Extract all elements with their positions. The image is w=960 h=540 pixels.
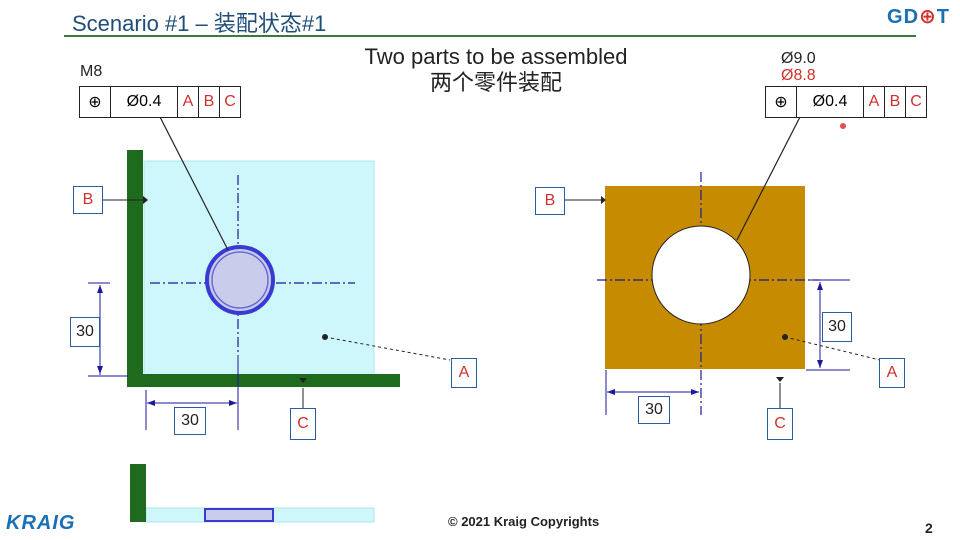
fcf-tolerance: Ø0.4 bbox=[797, 87, 864, 117]
fcf-datum-tertiary: C bbox=[910, 93, 922, 110]
side-view-hole bbox=[204, 508, 274, 522]
right-clearance-hole bbox=[651, 225, 751, 325]
thread-note: M8 bbox=[80, 63, 103, 80]
left-frame-horizontal bbox=[127, 374, 400, 387]
left-datum-a-dot bbox=[322, 334, 328, 340]
right-datum-c-label: C bbox=[767, 408, 793, 440]
right-datum-a-dot bbox=[782, 334, 788, 340]
right-feature-control-frame: ⊕ Ø0.4 A B C bbox=[765, 86, 927, 118]
hole-size-alt-note: Ø8.8 bbox=[781, 67, 816, 84]
fcf-tolerance: Ø0.4 bbox=[111, 87, 178, 117]
fcf-datum-primary: A bbox=[178, 87, 199, 117]
right-dim-v-arrow-bottom bbox=[817, 360, 823, 368]
cursor-dot bbox=[840, 123, 846, 129]
fcf-datum-secondary: B bbox=[885, 87, 906, 117]
right-dim-v-arrow-top bbox=[817, 282, 823, 290]
position-icon: ⊕ bbox=[80, 87, 111, 117]
left-datum-b-arrow bbox=[143, 196, 148, 204]
right-datum-a-label: A bbox=[879, 358, 905, 388]
right-datum-a-leader bbox=[784, 336, 881, 361]
left-threaded-hole bbox=[205, 245, 275, 315]
title-rule bbox=[64, 35, 916, 37]
left-fcf-leader bbox=[159, 116, 229, 251]
copyright-text: © 2021 Kraig Copyrights bbox=[448, 514, 600, 529]
left-frame-vertical bbox=[127, 150, 143, 387]
right-datum-c-arrow bbox=[776, 377, 784, 382]
left-datum-b-label: B bbox=[73, 186, 103, 214]
left-datum-a-label: A bbox=[451, 358, 477, 388]
left-datum-c-label: C bbox=[290, 408, 316, 440]
subtitle-cn: 两个零件装配 bbox=[429, 70, 562, 95]
left-feature-control-frame: ⊕ Ø0.4 A B C bbox=[79, 86, 241, 118]
side-view-frame bbox=[130, 464, 146, 522]
right-datum-b-arrow bbox=[601, 196, 606, 204]
left-dim-horizontal-value: 30 bbox=[174, 407, 206, 435]
fcf-datum-secondary: B bbox=[199, 87, 220, 117]
slide-title: Scenario #1 – 装配状态#1 bbox=[72, 11, 327, 36]
page-number: 2 bbox=[925, 520, 933, 536]
right-dim-h-arrow-left bbox=[607, 389, 615, 395]
left-dim-v-arrow-bottom bbox=[97, 366, 103, 374]
kraig-logo: KRAIG bbox=[6, 512, 76, 534]
logo-t-text: T bbox=[936, 6, 950, 28]
hole-size-note: Ø9.0 bbox=[781, 50, 816, 67]
fcf-datum-tertiary: C bbox=[224, 93, 236, 110]
left-dim-v-arrow-top bbox=[97, 285, 103, 293]
right-dim-vertical-value: 30 bbox=[822, 312, 852, 342]
left-dim-h-arrow-left bbox=[147, 400, 155, 406]
left-threaded-hole-inner bbox=[211, 251, 269, 309]
position-icon: ⊕ bbox=[919, 6, 937, 28]
left-dim-h-arrow-right bbox=[229, 400, 237, 406]
right-fcf-leader bbox=[736, 116, 801, 241]
gdt-logo: GD⊕T bbox=[887, 4, 950, 29]
right-datum-b-label: B bbox=[535, 187, 565, 215]
fcf-datum-primary: A bbox=[864, 87, 885, 117]
right-dim-horizontal-value: 30 bbox=[638, 396, 670, 424]
right-dim-h-arrow-right bbox=[691, 389, 699, 395]
position-icon: ⊕ bbox=[766, 87, 797, 117]
left-dim-vertical-value: 30 bbox=[70, 317, 100, 347]
subtitle-en: Two parts to be assembled bbox=[364, 44, 628, 69]
subtitle: Two parts to be assembled 两个零件装配 bbox=[300, 44, 692, 96]
logo-gd-text: GD bbox=[887, 6, 920, 28]
left-datum-c-arrow bbox=[299, 378, 307, 383]
